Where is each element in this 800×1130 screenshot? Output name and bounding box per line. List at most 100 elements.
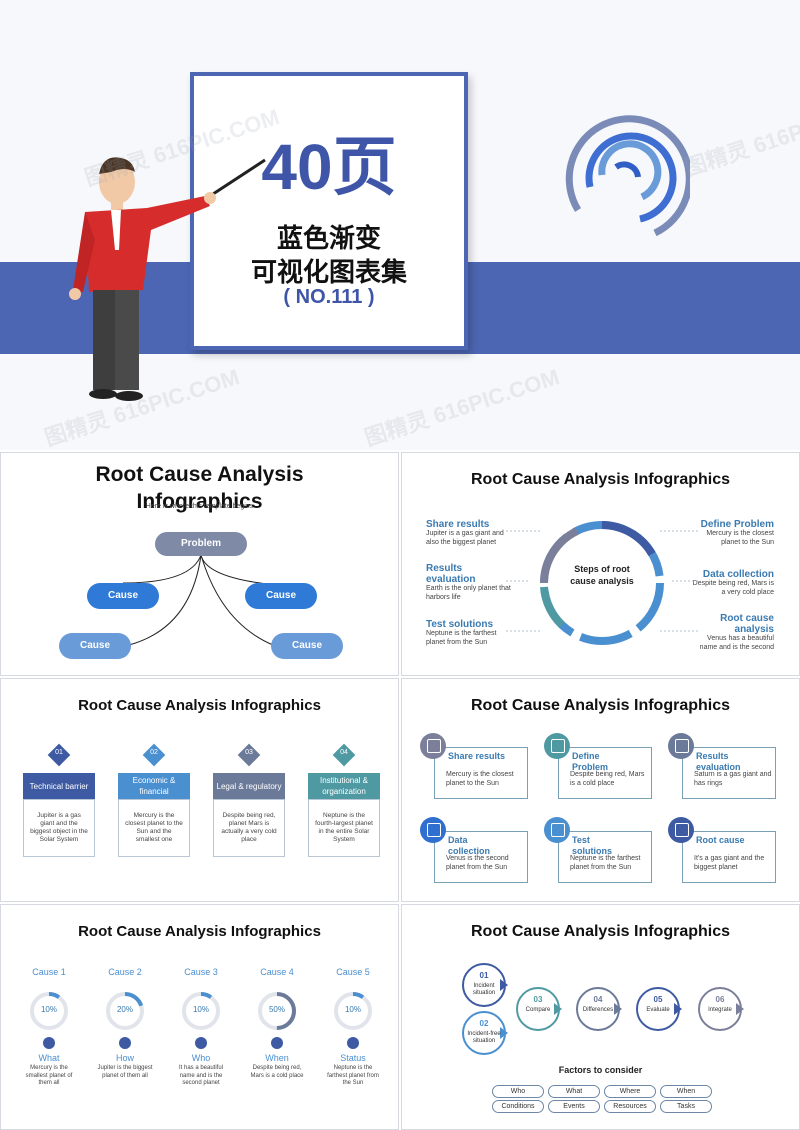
column-body-text: Neptune is the fourth-largest planet in … [315,812,373,843]
card-icon [668,733,694,759]
process-node [576,987,620,1031]
cause-label: Cause 2 [108,967,142,977]
ring-item: Test solutions Neptune is the farthest p… [426,619,516,648]
column-number: 02 [150,749,158,756]
ring-item-heading: Share results [426,519,490,530]
factor-tag: Where [604,1085,656,1098]
item-icon [271,1037,283,1049]
card-heading: Define Problem [572,751,609,772]
column-header-label: Economic & financial [132,776,176,796]
card-heading: Root cause [696,835,745,845]
ring-item: Results evaluation Earth is the only pla… [426,563,516,603]
process-number: 04 [593,995,603,1004]
card-icon-glyph [427,823,441,837]
process-label: Differences [582,1007,614,1013]
item-icon [347,1037,359,1049]
slide-title: Root Cause Analysis Infographics [78,697,321,714]
ring-item-text: Neptune is the farthest planet from the … [426,630,497,646]
cover-number: 40页 [261,131,397,203]
progress-fill [30,992,68,1030]
progress-ring [106,992,144,1030]
item-icon [195,1037,207,1049]
card-text: Neptune is the farthest planet from the … [570,855,641,871]
factors-title: Factors to consider [558,1065,643,1075]
column-body: Mercury is the closest planet to the Sun… [118,799,190,857]
factor-tag: Events [548,1100,600,1113]
slide-subtitle: Here is where this template begins [145,503,254,510]
cause-label: Cause 3 [184,967,218,977]
ring-item-heading: Root cause analysis [720,613,774,635]
card-icon-glyph [675,823,689,837]
progress-ring [182,992,220,1030]
process-number: 05 [653,995,663,1004]
column-body-text: Jupiter is a gas giant and the biggest o… [30,812,88,843]
column-header-label: Institutional & organization [319,776,369,796]
column-header: Technical barrier [23,773,95,799]
progress-ring [334,992,372,1030]
slide-title: Root Cause Analysis Infographics [470,923,730,940]
factor-tag: Conditions [492,1100,544,1113]
cause-label: Cause 5 [336,967,370,977]
factor-tag: What [548,1085,600,1098]
process-number: 01 [479,971,489,980]
cause-node: Cause [245,583,317,609]
factor-tag: Resources [604,1100,656,1113]
item-text: Mercury is the smallest planet of them a… [25,1065,73,1086]
item-icon [43,1037,55,1049]
item-text: It has a beautiful name and is the secon… [178,1065,224,1086]
column-header-label: Legal & regulatory [216,781,282,791]
factor-tag: Who [492,1085,544,1098]
process-arrow [554,1003,562,1015]
column-body-text: Mercury is the closest planet to the Sun… [125,812,183,843]
card-icon-glyph [675,739,689,753]
cover-line2: 可视化图表集 [250,257,407,287]
ring-leader-lines [506,530,698,632]
problem-node: Problem [155,532,247,556]
item-heading: Who [191,1053,211,1063]
info-card [682,747,776,799]
process-label: Compare [525,1007,551,1013]
slide-title: Root Cause Analysis Infographics [78,923,321,940]
card-text: Mercury is the closest planet to the Sun [446,771,514,787]
ring-chart [540,521,664,645]
card-icon [544,733,570,759]
watermark: 图精灵 616PIC.COM [361,364,563,450]
process-label: Integrate [708,1007,732,1013]
cause-node: Cause [87,583,159,609]
card-icon [544,817,570,843]
card-icon [668,817,694,843]
process-node [698,987,742,1031]
progress-percent: 10% [344,1005,361,1014]
ring-item: Define Problem Mercury is the closest pl… [692,519,774,548]
info-card [558,747,652,799]
slide-cards: Root Cause Analysis Infographics Share r… [401,678,800,902]
info-card [682,831,776,883]
slide-title: Root Cause Analysis Infographics [95,463,304,513]
cause-node: Cause [59,633,131,659]
cause-label: Cause 1 [32,967,66,977]
factor-tag: Tasks [660,1100,712,1113]
column-number: 01 [55,749,63,756]
watermark: 图精灵 616PIC.COM [681,94,800,181]
ring-item: Data collection Despite being red, Mars … [692,569,774,598]
item-text: Neptune is the farthest planet from the … [327,1065,379,1086]
ring-item-text: Jupiter is a gas giant and also the bigg… [426,530,504,546]
item-heading: When [265,1053,289,1063]
ring-item-text: Mercury is the closest planet to the Sun [706,530,774,546]
cause-node: Cause [271,633,343,659]
column-number: 04 [340,749,348,756]
cover-slide: 40页 蓝色渐变 可视化图表集 ( NO.111 ) 图精灵 616PIC.CO… [0,0,800,450]
info-card [434,831,528,883]
ring-item-text: Earth is the only planet that harbors li… [426,585,511,601]
ring-item: Root cause analysis Venus has a beautifu… [692,613,774,653]
slide-title: Root Cause Analysis Infographics [470,471,730,488]
process-arrow [674,1003,682,1015]
progress-fill [182,992,220,1030]
presenter-illustration [69,157,266,401]
progress-ring [258,992,296,1030]
progress-percent: 10% [40,1005,57,1014]
column-header-label: Technical barrier [29,781,89,791]
slide-ring: Root Cause Analysis Infographics Steps o… [401,452,800,676]
card-icon-glyph [427,739,441,753]
process-node [462,963,506,1007]
